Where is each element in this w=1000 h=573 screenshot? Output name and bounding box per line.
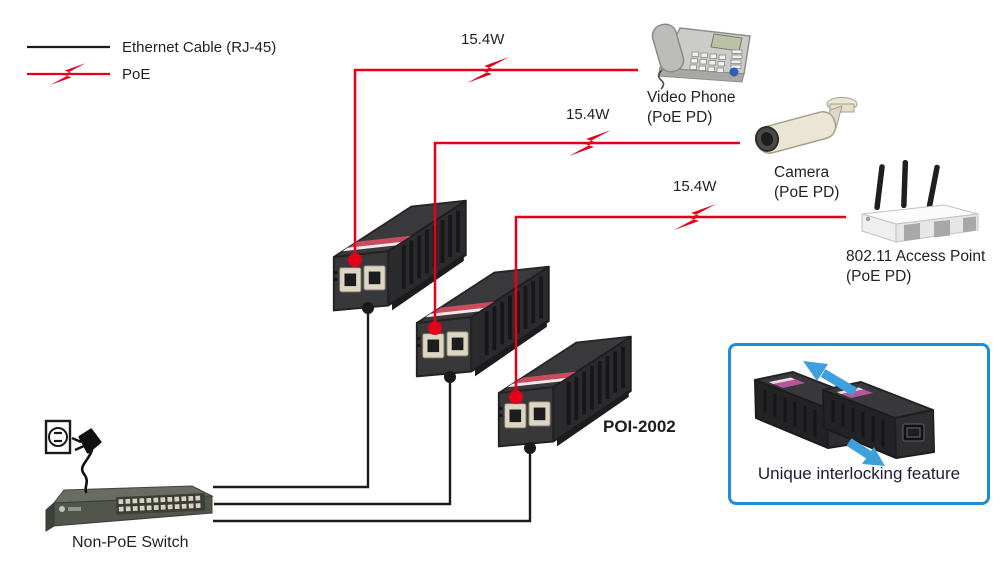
- poe-connection-dots: [348, 253, 523, 404]
- poe-line-2: [433, 141, 740, 325]
- video-phone-name: Video Phone: [647, 89, 736, 106]
- poe-line-3: [514, 215, 846, 394]
- slide-arrow-down-icon: [846, 438, 885, 466]
- camera-label: Camera (PoE PD): [774, 163, 839, 203]
- slide-arrow-up-icon: [803, 361, 858, 396]
- camera-name: Camera: [774, 164, 830, 181]
- inset-graphic: [753, 361, 936, 466]
- interlocking-feature-inset: Unique interlocking feature: [728, 343, 990, 505]
- injector-model-label: POI-2002: [603, 417, 676, 436]
- video-phone-pd: (PoE PD): [647, 109, 713, 126]
- ethernet-line-1: [213, 307, 370, 489]
- video-phone-image: [651, 23, 751, 90]
- access-point-pd: (PoE PD): [846, 268, 912, 285]
- power-label-2: 15.4W: [566, 106, 610, 123]
- power-label-3: 15.4W: [673, 178, 717, 195]
- switch-label: Non-PoE Switch: [72, 534, 189, 551]
- inset-caption: Unique interlocking feature: [757, 464, 961, 483]
- ethernet-line-2: [214, 376, 452, 506]
- access-point-name: 802.11 Access Point: [846, 248, 986, 265]
- power-plug-icon: [71, 428, 102, 494]
- ethernet-connection-dots: [362, 302, 536, 454]
- non-poe-switch-image: [45, 485, 214, 532]
- power-outlet-icon: [44, 419, 72, 455]
- ethernet-connections: [213, 307, 532, 523]
- video-phone-label: Video Phone (PoE PD): [647, 88, 736, 128]
- access-point-label: 802.11 Access Point (PoE PD): [846, 247, 985, 287]
- camera-pd: (PoE PD): [774, 184, 840, 201]
- legend-poe-label: PoE: [122, 66, 151, 83]
- legend-ethernet-label: Ethernet Cable (RJ-45): [122, 39, 277, 56]
- access-point-image: [861, 160, 979, 243]
- poe-line-1: [353, 68, 638, 258]
- power-label-1: 15.4W: [461, 31, 505, 48]
- ethernet-line-3: [213, 447, 532, 523]
- poe-connections: [353, 68, 846, 394]
- legend-poe-line: [27, 62, 110, 86]
- camera-image: [754, 97, 858, 154]
